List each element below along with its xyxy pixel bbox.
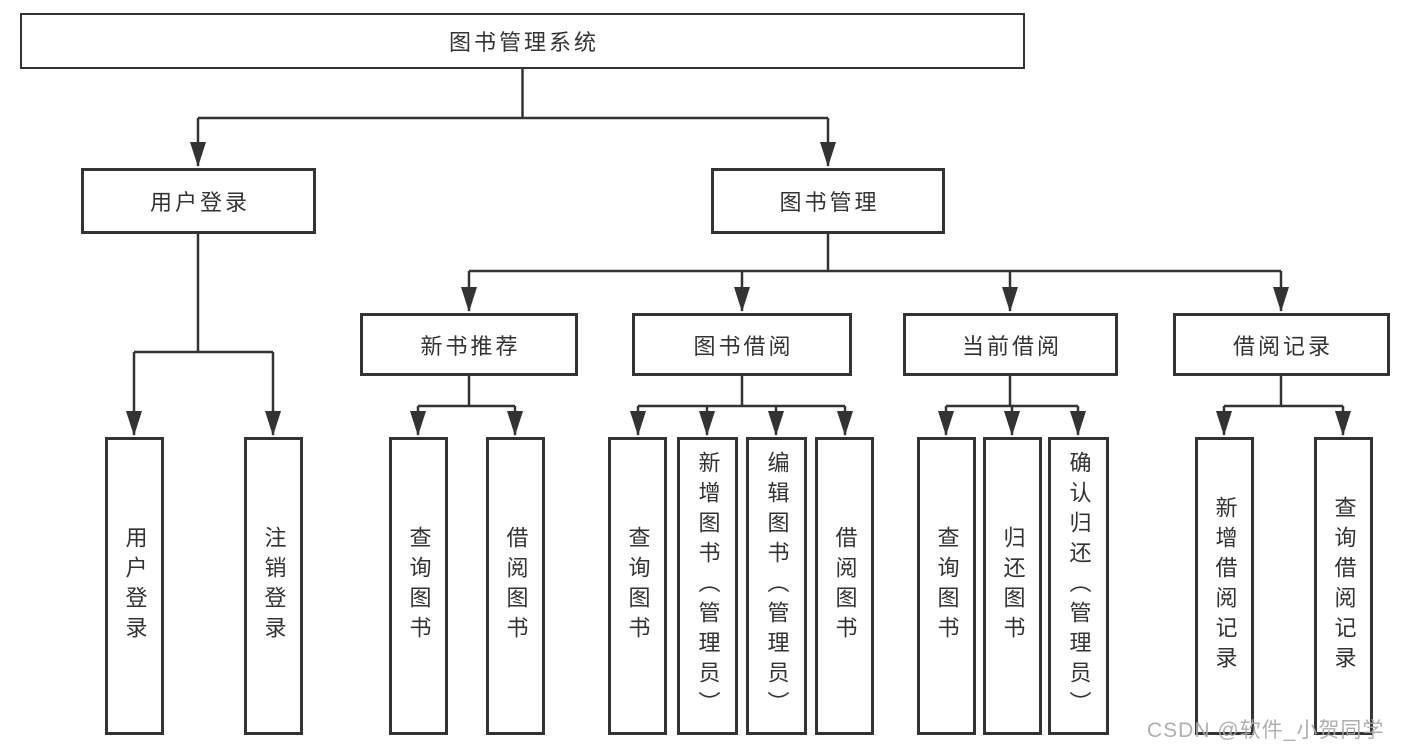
leaf-add-books-admin: 新增图书（管理员）	[677, 437, 738, 735]
node-book-borrowing: 图书借阅	[632, 313, 852, 376]
node-borrowing-records: 借阅记录	[1173, 313, 1390, 376]
csdn-watermark: CSDN @软件_小贺同学	[1147, 719, 1385, 742]
leaf-query-books-recommend: 查询图书	[389, 437, 448, 735]
leaf-edit-books-admin: 编辑图书（管理员）	[746, 437, 807, 735]
leaf-logout: 注销登录	[244, 437, 303, 735]
node-user-login-module: 用户登录	[81, 168, 316, 234]
leaf-borrow-books-recommend: 借阅图书	[486, 437, 545, 735]
node-new-book-recommend: 新书推荐	[360, 313, 578, 376]
leaf-return-books: 归还图书	[983, 437, 1042, 735]
leaf-query-books-borrowing: 查询图书	[608, 437, 667, 735]
node-current-borrowing: 当前借阅	[903, 313, 1118, 376]
leaf-confirm-return-admin: 确认归还（管理员）	[1048, 437, 1109, 735]
leaf-user-login: 用户登录	[105, 437, 164, 735]
leaf-query-books-current: 查询图书	[917, 437, 976, 735]
leaf-query-borrow-record: 查询借阅记录	[1314, 437, 1373, 735]
leaf-borrow-books: 借阅图书	[815, 437, 874, 735]
leaf-add-borrow-record: 新增借阅记录	[1195, 437, 1254, 735]
node-book-management-module: 图书管理	[711, 168, 945, 234]
node-root-library-system: 图书管理系统	[20, 13, 1025, 69]
